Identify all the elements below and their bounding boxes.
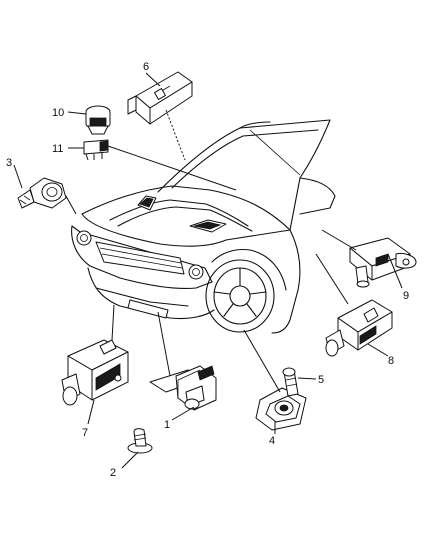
callout-8: 8 [388, 355, 394, 367]
callout-10: 10 [52, 107, 64, 119]
front-wheel [205, 248, 287, 333]
part-10-ambient-sensor [85, 105, 111, 135]
vehicle-illustration [71, 119, 336, 334]
callout-9: 9 [403, 290, 409, 302]
callout-labels: 1 2 3 4 5 6 7 8 9 10 11 [6, 61, 409, 479]
callout-5: 5 [318, 374, 324, 386]
part-11-sensor-base [83, 139, 109, 161]
callout-3: 3 [6, 157, 12, 169]
callout-11: 11 [52, 143, 63, 155]
callout-6: 6 [143, 61, 149, 73]
part-1-bracket-sensor [149, 365, 217, 411]
part-2-push-pin [127, 428, 153, 454]
callout-4: 4 [269, 435, 275, 447]
part-9-mounted-sensor [349, 237, 417, 288]
leader-lines [13, 72, 403, 469]
part-3-bulb-socket [17, 177, 67, 209]
callout-7: 7 [82, 427, 88, 439]
part-7-impact-sensor [61, 339, 129, 406]
part-4-tire-pressure-sensor [255, 387, 307, 431]
callout-2: 2 [110, 467, 116, 479]
part-6-windshield-sensor [127, 71, 193, 125]
part-5-valve-stem [282, 367, 299, 397]
part-8-side-impact-sensor [325, 299, 393, 357]
callout-1: 1 [164, 419, 170, 431]
